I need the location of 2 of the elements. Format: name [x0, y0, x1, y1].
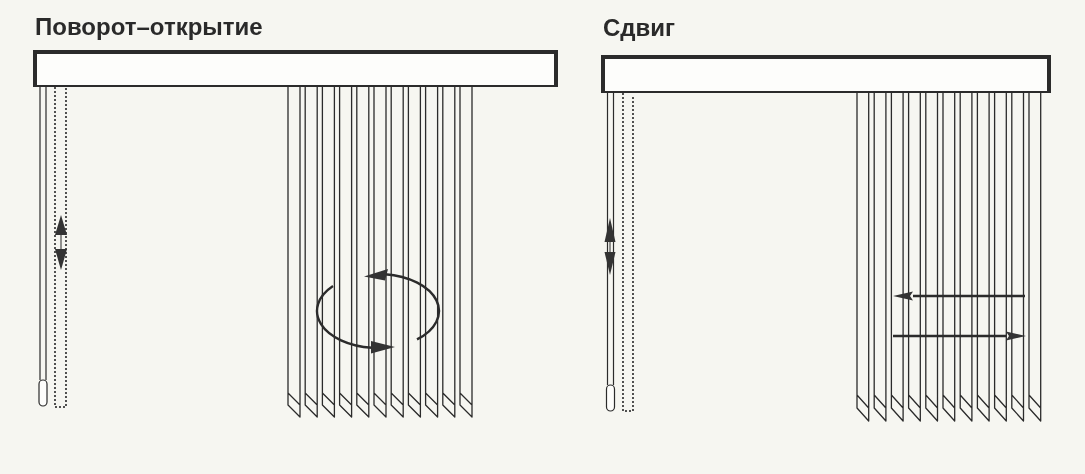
panel-title: Поворот–открытие [35, 15, 263, 39]
panel-title: Сдвиг [603, 16, 676, 40]
